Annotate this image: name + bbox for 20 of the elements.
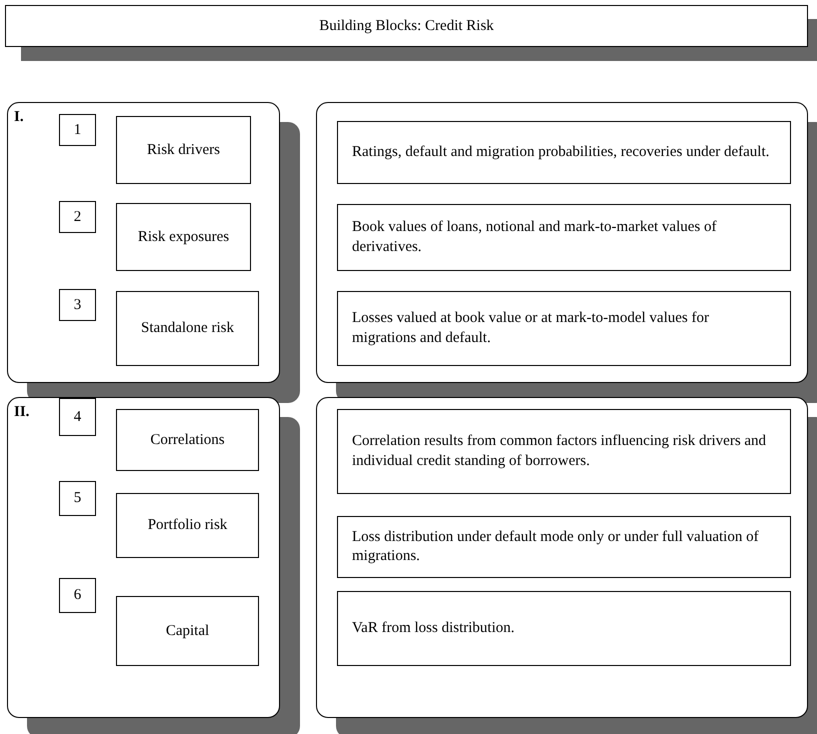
label-box: Portfolio risk <box>116 493 259 558</box>
section-numeral: I. <box>14 109 24 126</box>
number-box: 6 <box>59 578 96 613</box>
number-box: 3 <box>59 289 96 321</box>
label-box: Risk exposures <box>116 203 251 271</box>
description-box: VaR from loss distribution. <box>337 591 791 666</box>
number-box: 1 <box>59 114 96 146</box>
description-box: Correlation results from common factors influencing risk drivers and individual credit standing of borrowers. <box>337 409 791 494</box>
number-box: 2 <box>59 201 96 233</box>
description-box: Loss distribution under default mode only or under full valuation of migrations. <box>337 516 791 578</box>
label-box: Risk drivers <box>116 116 251 184</box>
number-box: 4 <box>59 398 96 436</box>
label-box: Correlations <box>116 409 259 471</box>
number-box: 5 <box>59 481 96 516</box>
description-box: Ratings, default and migration probabilities, recoveries under default. <box>337 121 791 184</box>
description-box: Losses valued at book value or at mark-to-model values for migrations and default. <box>337 291 791 366</box>
description-box: Book values of loans, notional and mark-to-market values of derivatives. <box>337 204 791 271</box>
label-box: Standalone risk <box>116 291 259 366</box>
section-numeral: II. <box>14 404 30 421</box>
label-box: Capital <box>116 596 259 666</box>
